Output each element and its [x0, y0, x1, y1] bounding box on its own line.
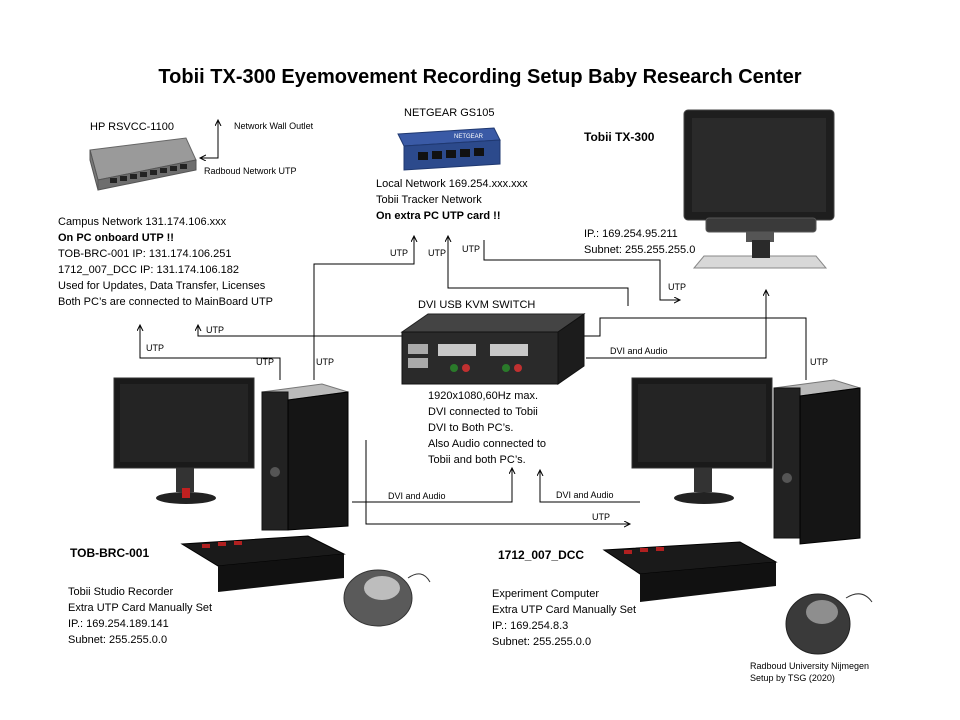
- tobii-info: IP.: 169.254.95.211 Subnet: 255.255.255.…: [584, 226, 695, 258]
- pc2-mouse-image: [785, 593, 873, 655]
- kvm-line-3: DVI to Both PC’s.: [428, 422, 514, 434]
- svg-text:NETGEAR: NETGEAR: [454, 134, 484, 140]
- pc1-name: TOB-BRC-001: [70, 546, 150, 560]
- wire-tobii-netgear: [448, 236, 629, 306]
- wire-pc1-netgear: [313, 236, 414, 380]
- campus-line-3: TOB-BRC-001 IP: 131.174.106.251: [58, 248, 232, 260]
- campus-line-2: On PC onboard UTP !!: [58, 232, 174, 244]
- campus-line-1: Campus Network 131.174.106.xxx: [58, 216, 227, 228]
- wire-pc2-kvm: [540, 470, 640, 503]
- pc2-tower-image: [773, 379, 861, 545]
- hp-switch-name: HP RSVCC-1100: [90, 121, 174, 133]
- wire-pc2-campus: [198, 317, 807, 380]
- netgear-line-1: Local Network 169.254.xxx.xxx: [376, 178, 528, 190]
- campus-network-info: Campus Network 131.174.106.xxx On PC onb…: [58, 214, 273, 310]
- tobii-monitor-image: [683, 109, 835, 269]
- wire-hp-wall: [200, 120, 218, 159]
- wire-pc1-campus: [140, 325, 281, 380]
- pc2-line-3: IP.: 169.254.8.3: [492, 620, 569, 632]
- pc1-line-4: Subnet: 255.255.0.0: [68, 634, 168, 646]
- kvm-line-2: DVI connected to Tobii: [428, 406, 538, 418]
- dvi-audio-label-pc2: DVI and Audio: [556, 490, 614, 500]
- tobii-subnet: Subnet: 255.255.255.0: [584, 244, 696, 256]
- kvm-line-1: 1920x1080,60Hz max.: [428, 390, 539, 402]
- wire-kvm-tobii: [586, 290, 766, 359]
- wire-netgear-tobii: [483, 240, 680, 300]
- pc2-name: 1712_007_DCC: [498, 548, 585, 562]
- kvm-line-4: Also Audio connected to: [428, 438, 547, 450]
- wire-pc1-kvm: [352, 468, 512, 503]
- utp-label-2: UTP: [428, 248, 446, 258]
- pc1-keyboard-image: [180, 535, 346, 592]
- pc1-info: Tobii Studio Recorder Extra UTP Card Man…: [68, 584, 212, 648]
- netgear-info: Local Network 169.254.xxx.xxx Tobii Trac…: [376, 176, 528, 224]
- utp-label-8: UTP: [316, 357, 334, 367]
- kvm-switch-image: [400, 313, 586, 385]
- campus-line-5: Used for Updates, Data Transfer, License…: [58, 280, 266, 292]
- pc2-keyboard-image: [602, 541, 778, 602]
- pc1-mouse-image: [343, 569, 431, 627]
- utp-label-9: UTP: [810, 357, 828, 367]
- netgear-line-3: On extra PC UTP card !!: [376, 210, 501, 222]
- campus-line-4: 1712_007_DCC IP: 131.174.106.182: [58, 264, 240, 276]
- utp-label-10: UTP: [592, 512, 610, 522]
- dvi-audio-label-tobii: DVI and Audio: [610, 346, 668, 356]
- tobii-name: Tobii TX-300: [584, 130, 655, 144]
- utp-label-5: UTP: [206, 325, 224, 335]
- utp-label-6: UTP: [146, 343, 164, 353]
- utp-label-7: UTP: [256, 357, 274, 367]
- footer-line-1: Radboud University Nijmegen: [750, 661, 870, 671]
- pc1-monitor-image: [113, 377, 255, 504]
- netgear-image: NETGEAR: [397, 127, 501, 171]
- hp-switch-image: [89, 137, 197, 191]
- wire-pc1-pc2: [365, 440, 630, 524]
- pc2-line-1: Experiment Computer: [492, 588, 599, 600]
- footer-line-2: Setup by TSG (2020): [750, 673, 835, 683]
- netgear-line-2: Tobii Tracker Network: [376, 194, 482, 206]
- network-wall-outlet-label: Network Wall Outlet: [234, 121, 314, 131]
- kvm-line-5: Tobii and both PC’s.: [428, 454, 526, 466]
- dvi-audio-label-pc1: DVI and Audio: [388, 491, 446, 501]
- kvm-info: 1920x1080,60Hz max. DVI connected to Tob…: [428, 388, 546, 468]
- tobii-ip: IP.: 169.254.95.211: [584, 228, 678, 240]
- pc2-monitor-image: [631, 377, 773, 504]
- kvm-name: DVI USB KVM SWITCH: [418, 299, 536, 311]
- utp-label-4: UTP: [668, 282, 686, 292]
- pc1-line-1: Tobii Studio Recorder: [68, 586, 174, 598]
- pc1-tower-image: [261, 383, 349, 531]
- pc1-line-2: Extra UTP Card Manually Set: [68, 602, 213, 614]
- campus-line-6: Both PC’s are connected to MainBoard UTP: [58, 296, 274, 308]
- utp-label-1: UTP: [390, 248, 408, 258]
- diagram-title: Tobii TX-300 Eyemovement Recording Setup…: [158, 66, 802, 88]
- pc2-line-2: Extra UTP Card Manually Set: [492, 604, 637, 616]
- utp-label-3: UTP: [462, 244, 480, 254]
- radboud-network-utp-label: Radboud Network UTP: [204, 166, 297, 176]
- pc2-info: Experiment Computer Extra UTP Card Manua…: [492, 586, 636, 650]
- pc2-line-4: Subnet: 255.255.0.0: [492, 636, 592, 648]
- pc1-line-3: IP.: 169.254.189.141: [68, 618, 169, 630]
- netgear-name: NETGEAR GS105: [404, 107, 495, 119]
